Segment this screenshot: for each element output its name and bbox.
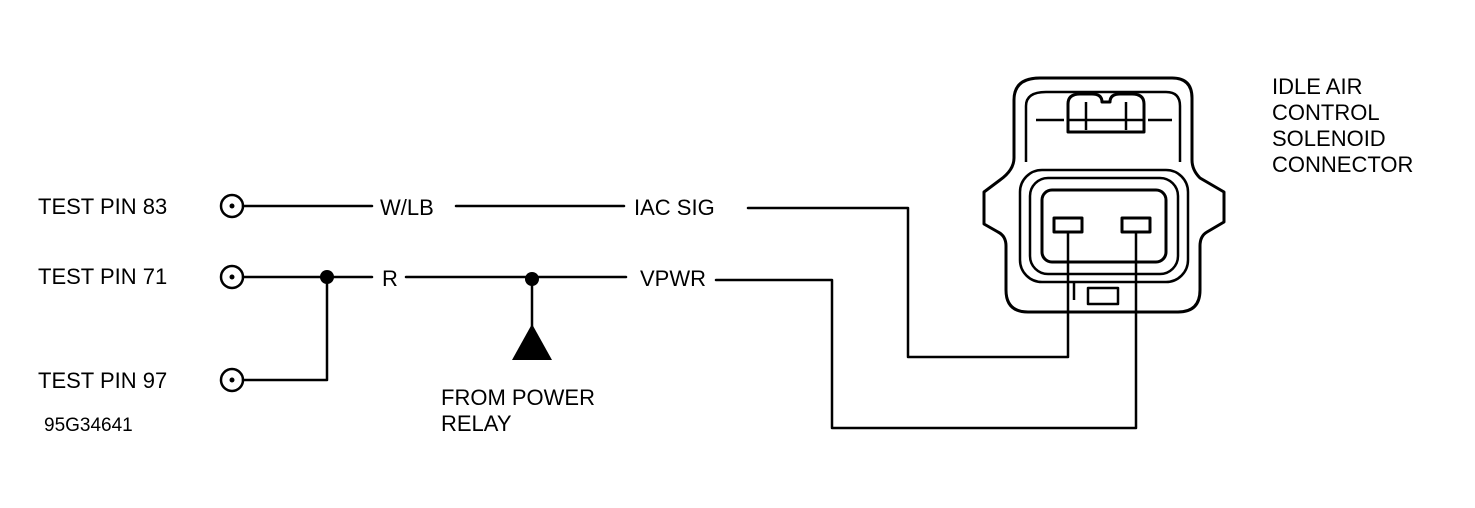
- test-pin-97-terminal: [219, 367, 245, 393]
- power-relay-arrow-icon: [512, 324, 552, 360]
- wire-label-vpwr: VPWR: [640, 266, 706, 291]
- test-pin-83-label: TEST PIN 83: [38, 194, 167, 219]
- splice-dot-test-pin: [320, 270, 334, 284]
- wire-iac-sig-to-connector: [746, 206, 1070, 359]
- wire-label-wlb: W/LB: [380, 195, 434, 220]
- test-pin-71-label: TEST PIN 71: [38, 264, 167, 289]
- wire-vpwr-to-connector: [714, 230, 1138, 430]
- wire-test-pin-97-jumper: [241, 275, 329, 382]
- connector-title-line2: CONTROL: [1272, 100, 1380, 125]
- figure-id: 95G34641: [44, 415, 133, 436]
- wire-label-iac-sig: IAC SIG: [634, 195, 715, 220]
- wire-label-r: R: [382, 266, 398, 291]
- test-pin-83-terminal: [219, 193, 245, 219]
- connector-title-line3: SOLENOID: [1272, 126, 1386, 151]
- connector-title-line1: IDLE AIR: [1272, 74, 1362, 99]
- power-source-label-line2: RELAY: [441, 411, 512, 436]
- idle-air-control-connector-icon: [982, 76, 1226, 314]
- connector-title-line4: CONNECTOR: [1272, 152, 1413, 177]
- power-source-label-line1: FROM POWER: [441, 385, 595, 410]
- test-pin-71-terminal: [219, 264, 245, 290]
- test-pin-97-label: TEST PIN 97: [38, 368, 167, 393]
